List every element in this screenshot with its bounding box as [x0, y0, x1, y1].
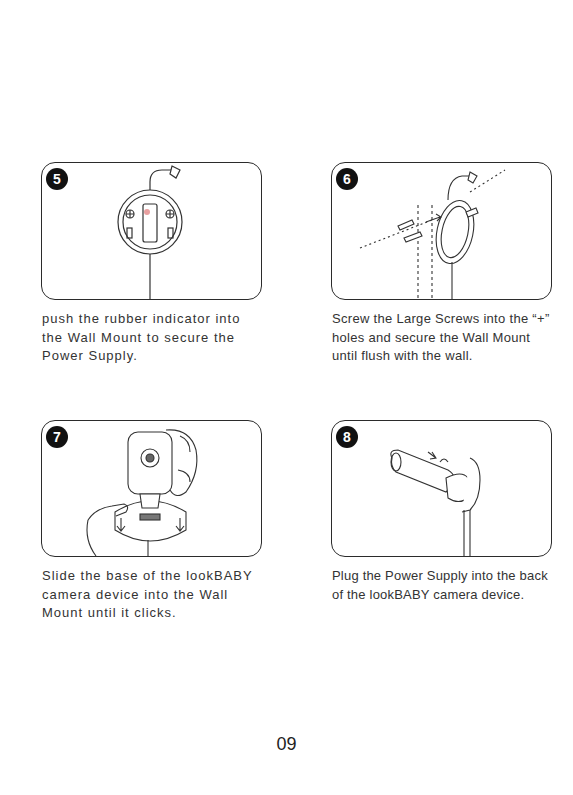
- step-caption: Screw the Large Screws into the “+” hole…: [332, 310, 556, 366]
- power-cable: [149, 254, 150, 299]
- page-number: 09: [0, 734, 573, 754]
- step-number: 6: [336, 168, 358, 190]
- plus-mark: [126, 210, 174, 218]
- direction-arrow: [428, 452, 436, 459]
- step-panel: push the rubber indicator into the Wall …: [41, 162, 262, 300]
- step-number: 5: [46, 168, 68, 190]
- wall-line: [418, 205, 432, 299]
- direction-arrow: [176, 518, 184, 531]
- mount-disk: [431, 197, 480, 267]
- camera-lens: [141, 449, 159, 467]
- mount-latch: [140, 514, 160, 520]
- power-cable: [464, 510, 470, 557]
- callout-number: 7: [53, 430, 61, 444]
- finger-line: [178, 436, 190, 482]
- camera-body: [391, 450, 454, 492]
- guide-line: [360, 220, 432, 248]
- step-number: 7: [46, 426, 68, 448]
- mount-slot: [168, 228, 173, 238]
- left-hand: [87, 520, 96, 556]
- screw: [398, 220, 414, 230]
- step-caption: Plug the Power Supply into the back of t…: [332, 567, 556, 604]
- camera-body: [128, 432, 172, 494]
- wall-anchor: [404, 232, 422, 242]
- power-cable: [448, 176, 470, 200]
- direction-arrow: [117, 518, 125, 531]
- mount-rim: [123, 195, 177, 249]
- power-plug: [440, 459, 448, 462]
- power-cable: [150, 170, 172, 190]
- step-caption: push the rubber indicator into the Wall …: [42, 310, 266, 366]
- step-panel: Slide the base of the lookBABY camera de…: [41, 420, 262, 557]
- callout-number: 8: [343, 430, 351, 444]
- camera-lens: [391, 453, 401, 471]
- plug-camera-figure: [391, 450, 480, 557]
- guide-line: [470, 170, 505, 192]
- mount-disk: [118, 190, 182, 254]
- direction-arrow: [426, 214, 441, 222]
- rubber-indicator: [144, 209, 150, 215]
- callout-number: 6: [343, 172, 351, 186]
- step-caption: Slide the base of the lookBABY camera de…: [42, 567, 266, 623]
- cable-channel: [143, 204, 157, 242]
- screw: [466, 208, 478, 217]
- mount-slot: [127, 228, 132, 238]
- screw-mount-figure: [360, 170, 505, 299]
- power-cable: [451, 262, 452, 299]
- callout-number: 5: [53, 172, 61, 186]
- camera-slide-figure: [87, 430, 197, 556]
- power-plug: [468, 172, 477, 183]
- step-panel: Plug the Power Supply into the back of t…: [331, 420, 552, 557]
- power-plug: [170, 166, 180, 178]
- wall-mount: [462, 458, 480, 512]
- camera-base: [140, 494, 160, 508]
- right-hand: [166, 430, 197, 496]
- step-number: 8: [336, 426, 358, 448]
- step-panel: Screw the Large Screws into the “+” hole…: [331, 162, 552, 300]
- power-cable: [147, 540, 148, 556]
- lens-center: [146, 454, 154, 462]
- left-hand: [88, 504, 128, 520]
- wall-mount-figure: [118, 166, 182, 299]
